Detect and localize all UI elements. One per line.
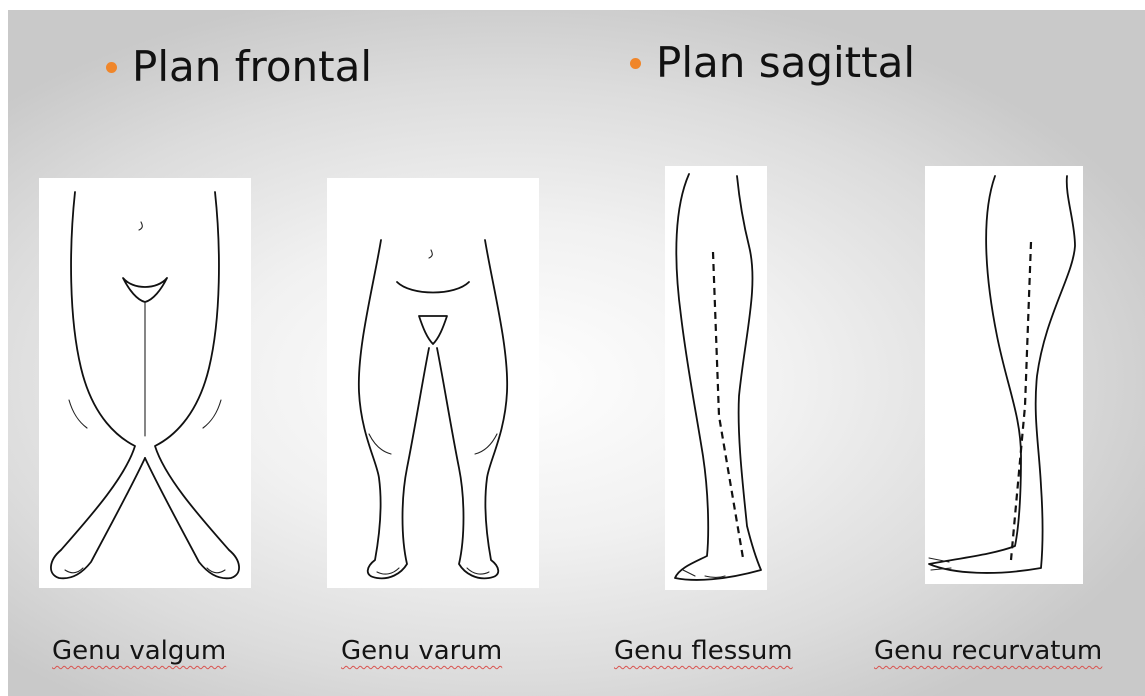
genu-flessum-illustration: [665, 166, 767, 590]
heading-sagittal-text: Plan sagittal: [656, 38, 915, 87]
genu-recurvatum-illustration: [925, 166, 1083, 584]
leg-flexed-knee-drawing: [665, 166, 767, 590]
caption-genu-varum: Genu varum: [341, 638, 502, 664]
legs-knock-knee-drawing: [39, 178, 251, 588]
caption-genu-valgum: Genu valgum: [52, 638, 226, 664]
bullet-icon: [106, 62, 117, 73]
caption-genu-recurvatum: Genu recurvatum: [874, 638, 1102, 664]
heading-frontal-plane: Plan frontal: [106, 46, 372, 88]
leg-hyperextended-knee-drawing: [925, 166, 1083, 584]
bullet-icon: [630, 58, 641, 69]
heading-sagittal-plane: Plan sagittal: [630, 42, 915, 84]
slide: Plan frontal Plan sagittal: [8, 10, 1145, 696]
caption-genu-flessum: Genu flessum: [614, 638, 793, 664]
genu-valgum-illustration: [39, 178, 251, 588]
legs-bow-leg-drawing: [327, 178, 539, 588]
heading-frontal-text: Plan frontal: [132, 42, 372, 91]
genu-varum-illustration: [327, 178, 539, 588]
